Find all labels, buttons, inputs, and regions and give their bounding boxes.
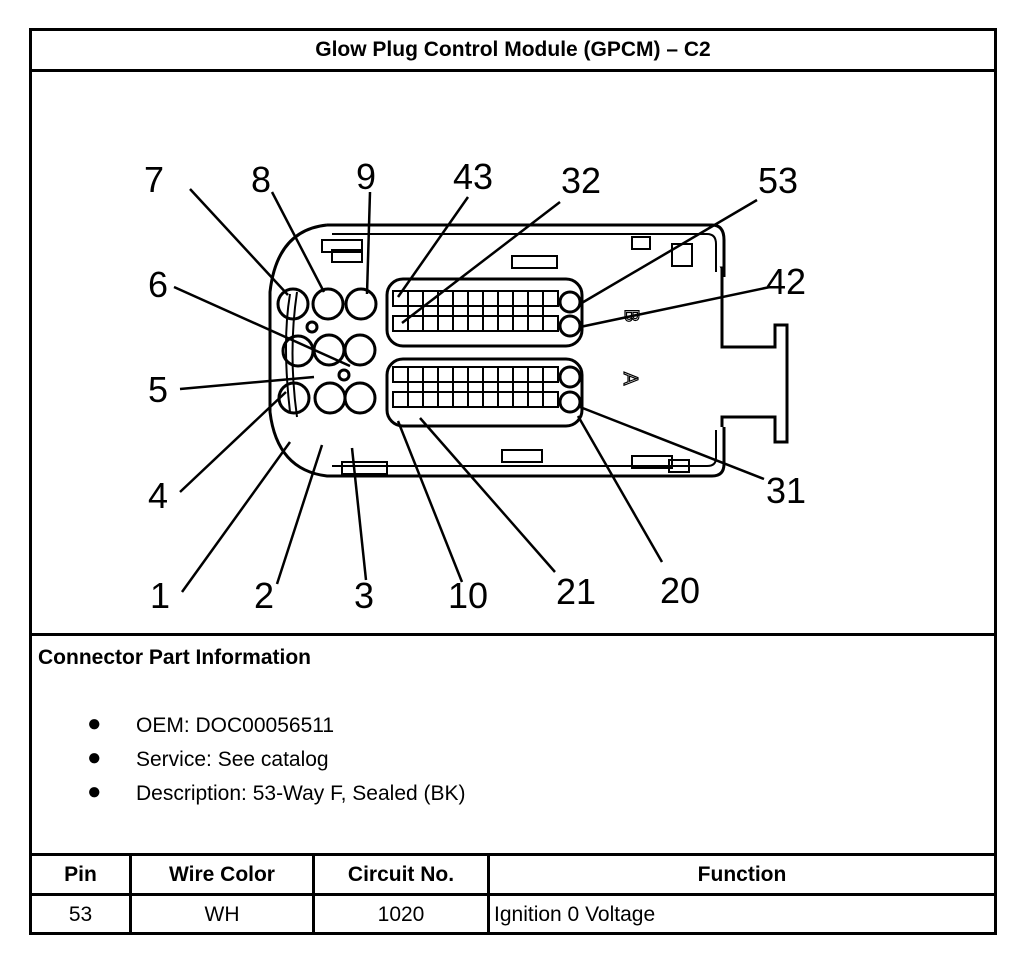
pin-label-1: 1 <box>150 575 170 616</box>
pin-label-9: 9 <box>356 156 376 197</box>
housing-ribs <box>321 236 693 475</box>
oem-info: OEM: DOC00056511 <box>136 714 335 737</box>
pin-label-3: 3 <box>354 575 374 616</box>
connector-latch <box>720 268 789 444</box>
pin-label-53: 53 <box>758 160 798 201</box>
bullet-icon: ● <box>87 778 102 805</box>
connector-part-info: Connector Part Information ● OEM: DOC000… <box>32 633 994 855</box>
description-info: Description: 53-Way F, Sealed (BK) <box>136 782 466 805</box>
bullet-icon: ● <box>87 744 102 771</box>
pin-label-20: 20 <box>660 570 700 611</box>
header-pin: Pin <box>32 856 132 893</box>
bullet-icon: ● <box>87 710 102 737</box>
cell-wire-color: WH <box>132 896 315 933</box>
connector-housing-inner <box>332 233 717 467</box>
pin-label-42: 42 <box>766 261 806 302</box>
cell-pin: 53 <box>32 896 132 933</box>
pin-label-8: 8 <box>251 159 271 200</box>
table-header-row: Pin Wire Color Circuit No. Function <box>32 856 994 896</box>
marker-a: A <box>619 372 641 386</box>
page-title: Glow Plug Control Module (GPCM) – C2 <box>32 31 994 72</box>
connector-info-heading: Connector Part Information <box>38 646 312 669</box>
pin-labels: 7 8 9 43 32 53 6 42 5 4 31 1 2 3 10 21 2… <box>144 156 806 616</box>
pin-label-43: 43 <box>453 156 493 197</box>
table-row: 53 WH 1020 Ignition 0 Voltage <box>32 896 994 933</box>
connector-sheet: Glow Plug Control Module (GPCM) – C2 <box>29 28 997 935</box>
pin-label-4: 4 <box>148 475 168 516</box>
header-wire-color: Wire Color <box>132 856 315 893</box>
small-pin-block-upper <box>385 277 584 348</box>
connector-housing-wall <box>285 291 298 418</box>
header-circuit-no: Circuit No. <box>315 856 490 893</box>
pin-label-2: 2 <box>254 575 274 616</box>
leader-lines <box>173 188 771 593</box>
pin-label-6: 6 <box>148 264 168 305</box>
pin-label-5: 5 <box>148 369 168 410</box>
pin-label-32: 32 <box>561 160 601 201</box>
pin-label-21: 21 <box>556 571 596 612</box>
connector-face-drawing: B A <box>144 156 806 616</box>
pin-label-31: 31 <box>766 470 806 511</box>
cell-function: Ignition 0 Voltage <box>494 902 656 926</box>
pin-table: Pin Wire Color Circuit No. Function 53 W… <box>32 853 994 933</box>
pin-label-7: 7 <box>144 159 164 200</box>
header-function: Function <box>697 862 787 886</box>
small-pin-block-lower <box>385 357 584 428</box>
large-pin-cavities <box>276 287 378 415</box>
service-info: Service: See catalog <box>136 748 329 771</box>
pin-label-10: 10 <box>448 575 488 616</box>
connector-diagram: B A <box>32 72 994 635</box>
cell-circuit-no: 1020 <box>315 896 490 933</box>
